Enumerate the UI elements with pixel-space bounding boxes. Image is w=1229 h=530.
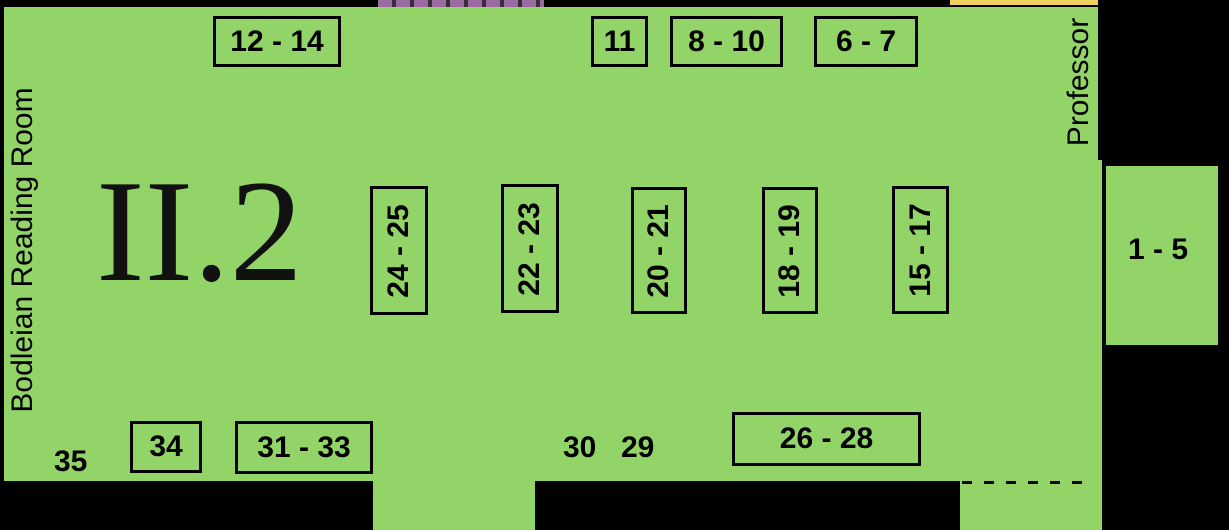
seat-box-34[interactable]: 34 bbox=[130, 421, 202, 473]
seat-box-18-19[interactable]: 18 - 19 bbox=[762, 187, 818, 314]
seat-label: 20 - 21 bbox=[642, 203, 675, 298]
room-floor-right-strip bbox=[1098, 160, 1102, 481]
left-room-label: Bodleian Reading Room bbox=[6, 87, 39, 413]
side-room bbox=[1106, 166, 1218, 345]
seat-box-15-17[interactable]: 15 - 17 bbox=[892, 186, 949, 314]
floor-extension-bottom-left bbox=[373, 480, 535, 530]
seat-label: 24 - 25 bbox=[382, 203, 415, 298]
seat-label: 18 - 19 bbox=[773, 203, 806, 298]
door-top-right bbox=[950, 0, 1098, 5]
seat-box-22-23[interactable]: 22 - 23 bbox=[501, 184, 559, 313]
seat-label: 15 - 17 bbox=[903, 203, 937, 297]
seat-box-26-28[interactable]: 26 - 28 bbox=[732, 412, 921, 466]
seat-box-8-10[interactable]: 8 - 10 bbox=[670, 16, 783, 67]
room-floor bbox=[4, 7, 1098, 481]
seat-label-30[interactable]: 30 bbox=[563, 431, 597, 464]
room-title: II.2 bbox=[96, 150, 303, 312]
seat-label-35[interactable]: 35 bbox=[54, 445, 88, 478]
floor-extension-bottom-right bbox=[960, 480, 1102, 530]
seat-box-31-33[interactable]: 31 - 33 bbox=[235, 421, 373, 474]
seat-label-29[interactable]: 29 bbox=[621, 431, 655, 464]
seat-box-24-25[interactable]: 24 - 25 bbox=[370, 186, 428, 315]
seat-label-1-5[interactable]: 1 - 5 bbox=[1128, 233, 1189, 266]
seat-label: 22 - 23 bbox=[513, 201, 546, 296]
seat-box-12-14[interactable]: 12 - 14 bbox=[213, 16, 341, 67]
door-bottom-right bbox=[962, 481, 1090, 484]
seat-box-20-21[interactable]: 20 - 21 bbox=[631, 187, 687, 314]
door-top bbox=[378, 0, 544, 7]
right-room-label: Professor bbox=[1062, 17, 1095, 147]
seat-box-6-7[interactable]: 6 - 7 bbox=[814, 16, 918, 67]
seat-box-11[interactable]: 11 bbox=[591, 16, 648, 67]
